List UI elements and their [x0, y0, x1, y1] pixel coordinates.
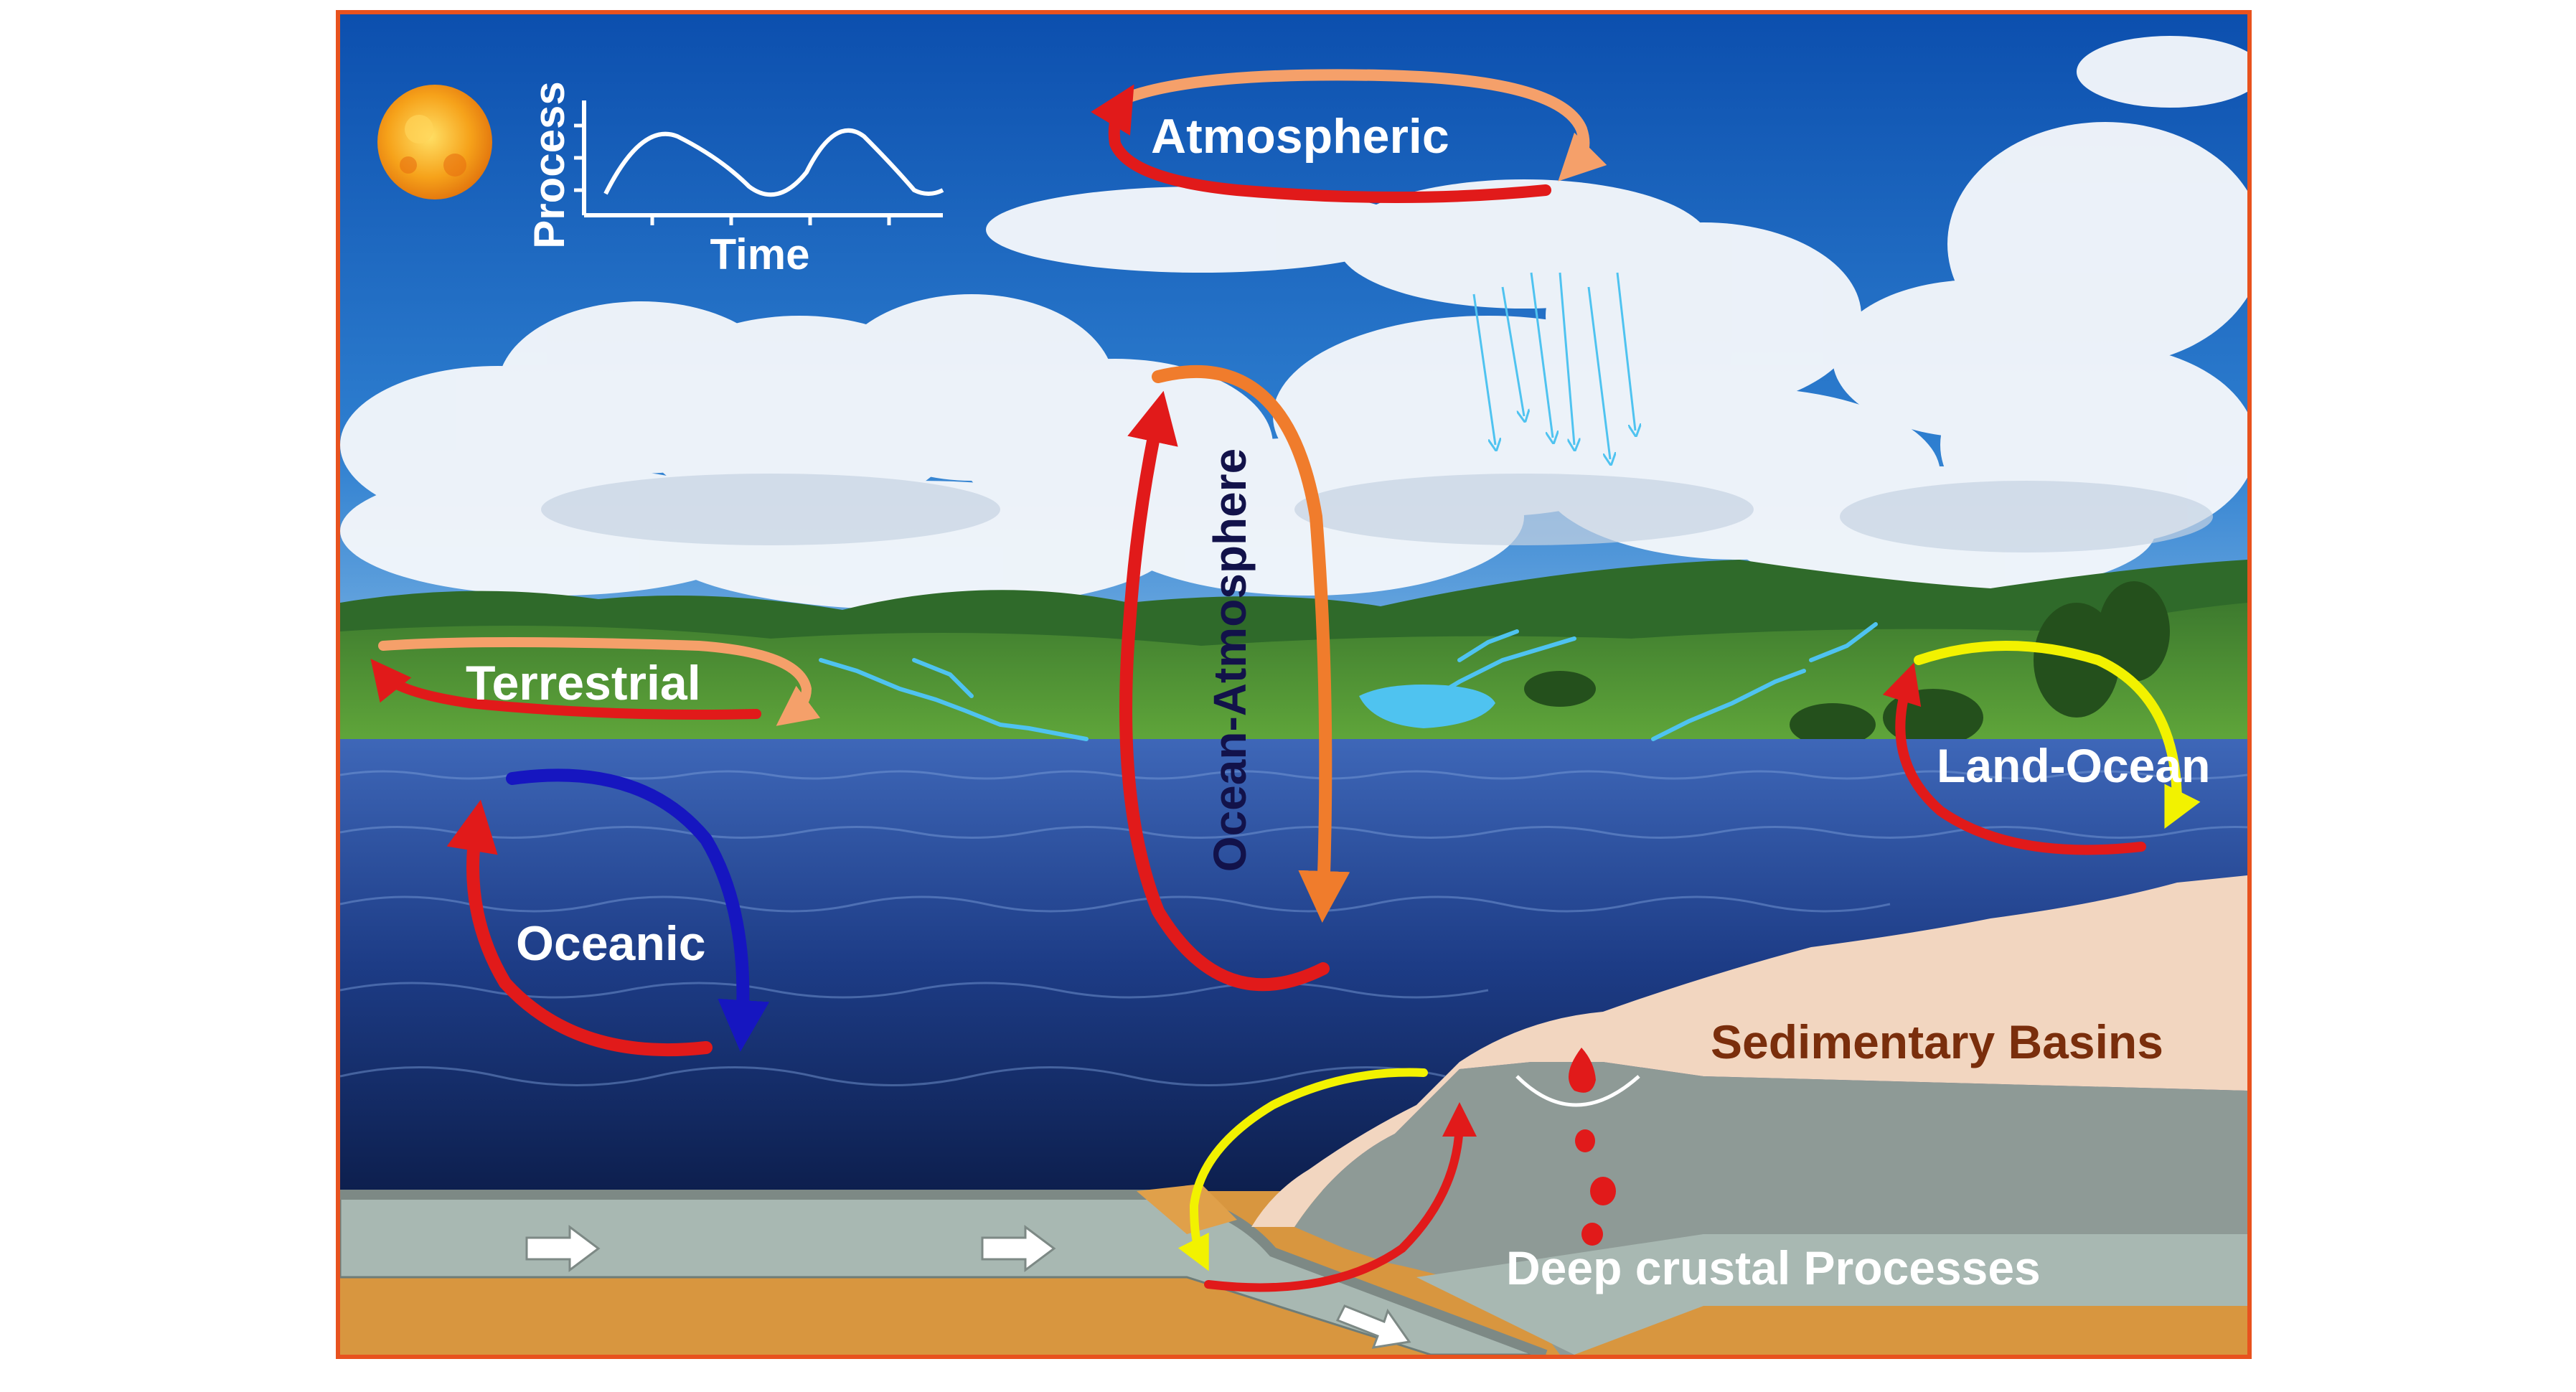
trees [1524, 581, 2170, 746]
river [1651, 669, 1806, 741]
label-atmospheric: Atmospheric [1151, 109, 1449, 164]
subduction-cycle-arrows [1177, 1068, 1477, 1292]
lower-mantle-wedge [1574, 1306, 2247, 1355]
oceanic-cycle-arrows [446, 768, 770, 1057]
figure-frame: Process Time Atmospheric Terrestrial Oce… [336, 10, 2252, 1359]
river [912, 658, 974, 698]
label-oceanic: Oceanic [516, 916, 706, 971]
lake [1359, 685, 1495, 728]
label-deep-crustal-processes: Deep crustal Processes [1506, 1241, 2041, 1294]
inset-ylabel: Process [525, 81, 573, 249]
label-ocean-atmosphere: Ocean-Atmosphere [1204, 448, 1256, 872]
label-terrestrial: Terrestrial [466, 656, 701, 710]
terrestrial-cycle-arrows [370, 637, 821, 726]
river [1809, 622, 1878, 662]
plate-motion-arrow [1335, 1304, 1411, 1349]
plate-motion-arrow [525, 1225, 601, 1272]
magma-drops [1569, 1048, 1616, 1246]
inset-process-time-plot: Process Time [525, 81, 944, 278]
inset-xlabel: Time [710, 230, 810, 278]
sedimentary-basin [1251, 875, 2247, 1227]
magma-chamber-arc [1515, 1075, 1640, 1107]
label-sedimentary-basins: Sedimentary Basins [1711, 1015, 2163, 1068]
sun-icon [377, 85, 492, 199]
land-ocean-cycle-arrows [1882, 641, 2201, 855]
plate-motion-arrow [981, 1225, 1056, 1272]
river [819, 658, 1089, 741]
cloud-shadows [541, 474, 2213, 552]
ocean-atmosphere-cycle-arrows [1119, 365, 1350, 992]
river [1457, 629, 1519, 662]
atmospheric-cycle-arrows [1091, 69, 1607, 203]
label-land-ocean: Land-Ocean [1937, 739, 2210, 792]
rain-arrows [1472, 272, 1635, 459]
trench-sediment [1137, 1184, 1237, 1234]
plate-motion-arrows [525, 1225, 1411, 1349]
earth-processes-diagram: Process Time Atmospheric Terrestrial Oce… [340, 14, 2247, 1355]
process-curve [603, 128, 944, 197]
